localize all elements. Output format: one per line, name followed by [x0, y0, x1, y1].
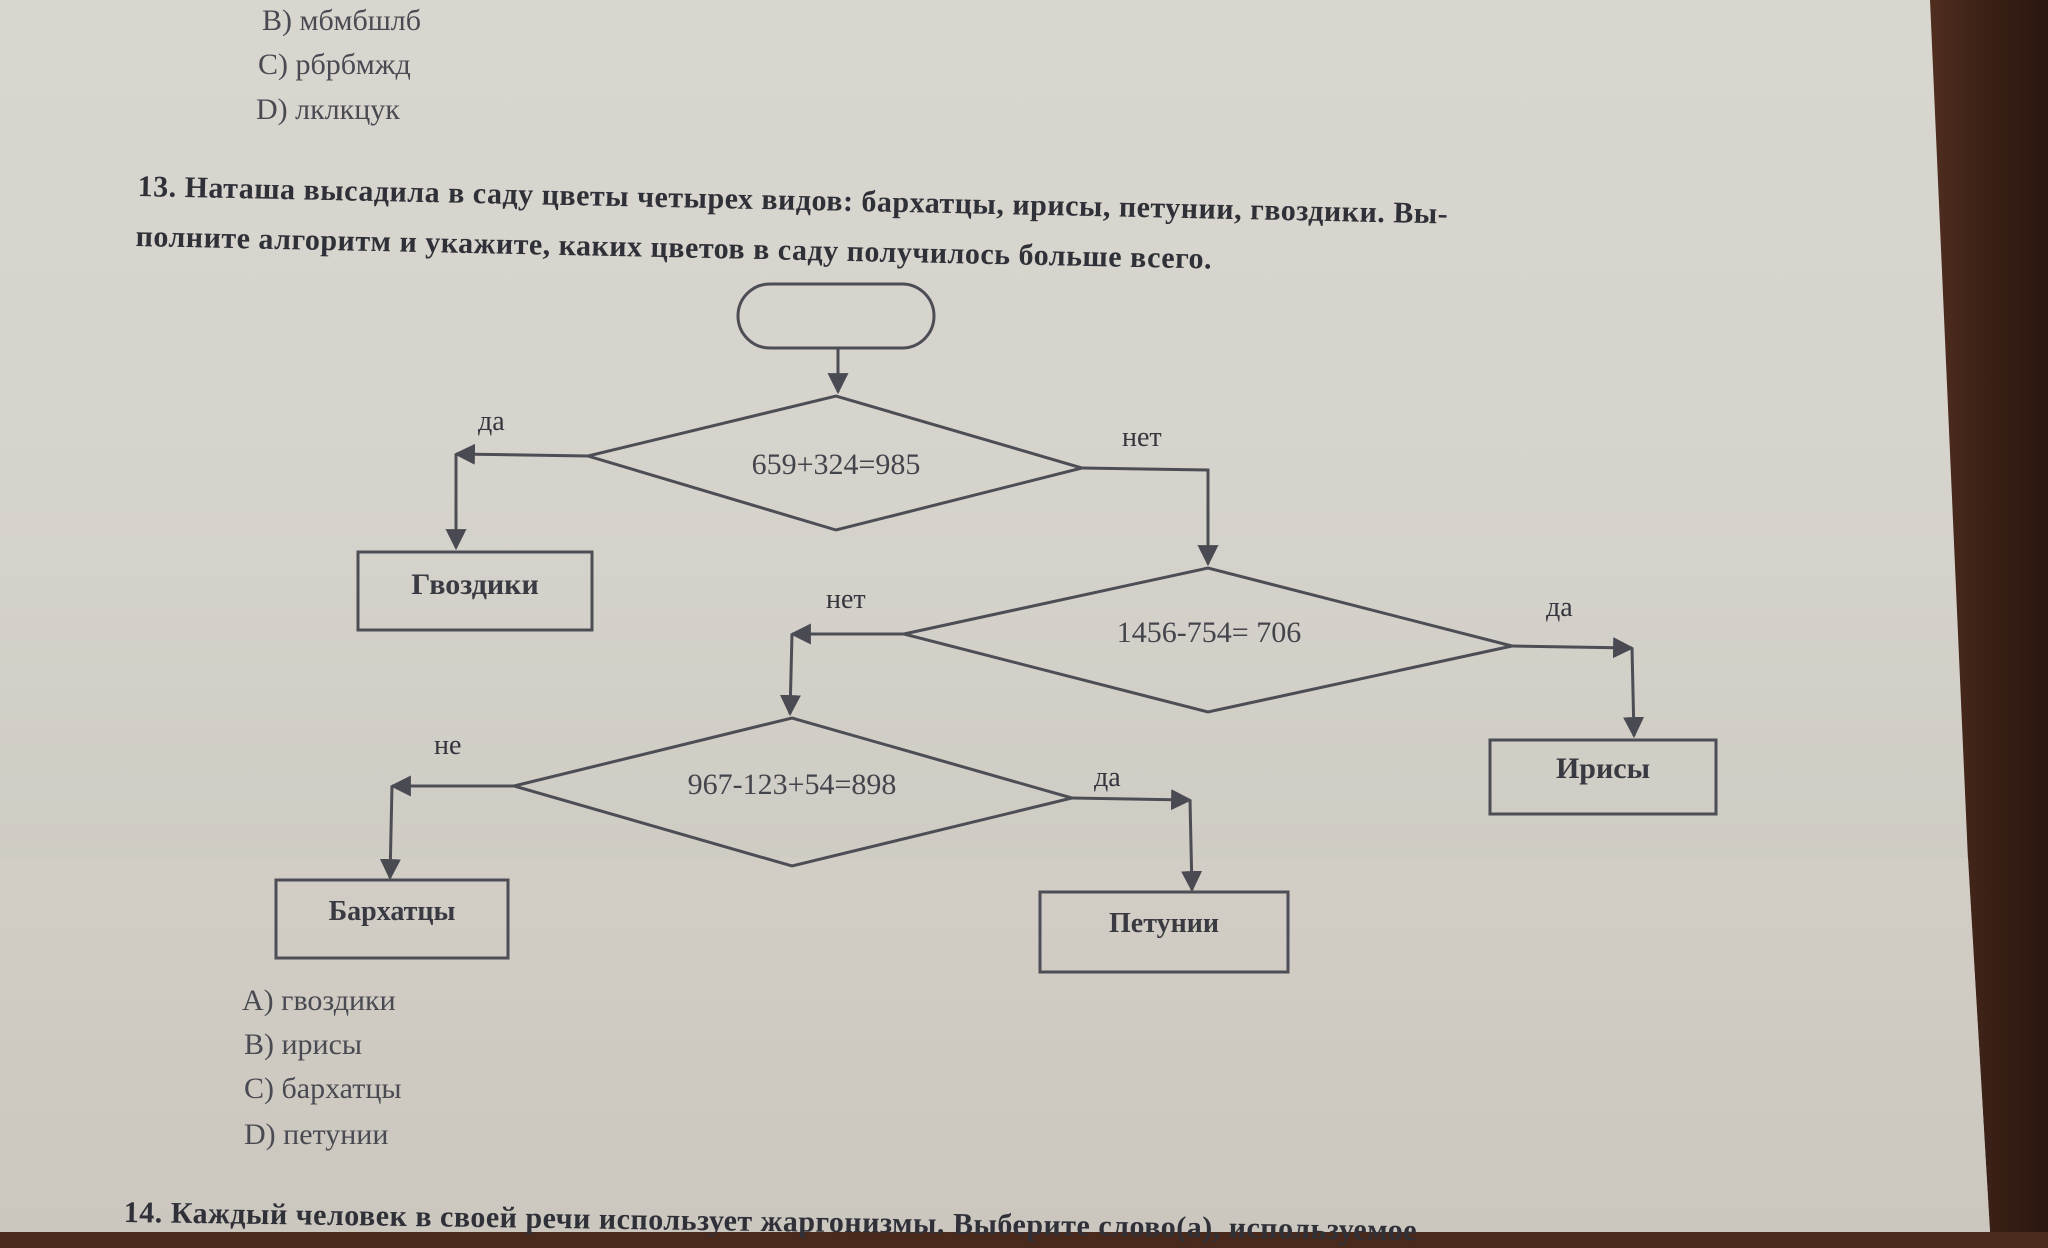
arrow-d2-no-down	[779, 633, 801, 717]
answer-option-c: C) бархатцы	[244, 1072, 402, 1106]
decision-2-no-label: нет	[826, 584, 866, 615]
prev-option-c: C) рбрбмжд	[258, 48, 411, 82]
box-irisy	[1488, 738, 1718, 816]
answer-option-letter: A)	[242, 984, 274, 1017]
answer-option-d: D) петунии	[244, 1118, 388, 1152]
box-irisy-label: Ирисы	[1555, 752, 1651, 785]
prev-option-letter: B)	[262, 4, 292, 37]
prev-option-letter: C)	[258, 48, 288, 81]
answer-option-text: петунии	[283, 1118, 389, 1151]
prev-option-b: B) мбмбшлб	[262, 4, 421, 38]
arrow-d1-no	[1081, 466, 1219, 567]
answer-option-a: A) гвоздики	[242, 984, 396, 1018]
decision-1-no-label: нет	[1122, 422, 1162, 453]
decision-2-yes-label: да	[1546, 592, 1573, 623]
box-petunii-label: Петунии	[1109, 908, 1219, 939]
decision-3-no-label: не	[434, 730, 462, 761]
prev-option-text: рбрбмжд	[295, 48, 411, 81]
box-barkhattsy	[274, 878, 510, 960]
answer-option-text: гвоздики	[281, 984, 396, 1017]
box-barkhattsy-label: Бархатцы	[328, 896, 456, 927]
decision-1-yes-label: да	[478, 406, 505, 437]
flowchart-start-terminator	[736, 282, 936, 350]
decision-2-condition: 1456-754= 706	[1116, 616, 1302, 649]
prev-option-text: мбмбшлб	[299, 4, 422, 37]
arrow-d3-yes-down	[1181, 799, 1203, 893]
answer-option-letter: C)	[244, 1072, 274, 1105]
box-petunii	[1038, 890, 1290, 974]
arrow-d3-yes	[1071, 789, 1193, 811]
prev-option-d: D) лклкцук	[256, 93, 400, 127]
prev-option-text: лклкцук	[295, 93, 400, 126]
decision-3-condition: 967-123+54=898	[687, 768, 897, 801]
arrow-d3-no-down	[379, 785, 401, 881]
answer-option-text: бархатцы	[281, 1072, 402, 1105]
arrow-d1-yes	[453, 443, 589, 465]
answer-option-text: ирисы	[281, 1028, 363, 1061]
prev-option-letter: D)	[256, 93, 288, 126]
answer-option-b: B) ирисы	[244, 1028, 362, 1062]
arrow-d2-yes	[1511, 637, 1635, 659]
box-gvozdiki-label: Гвоздики	[411, 568, 539, 601]
answer-option-letter: B)	[244, 1028, 274, 1061]
paper-fold-lower	[0, 858, 1990, 1232]
decision-3-yes-label: да	[1094, 762, 1121, 793]
answer-option-letter: D)	[244, 1118, 276, 1151]
arrow-d2-yes-down	[1623, 647, 1645, 739]
box-gvozdiki	[356, 550, 594, 632]
decision-1-condition: 659+324=985	[751, 448, 921, 481]
